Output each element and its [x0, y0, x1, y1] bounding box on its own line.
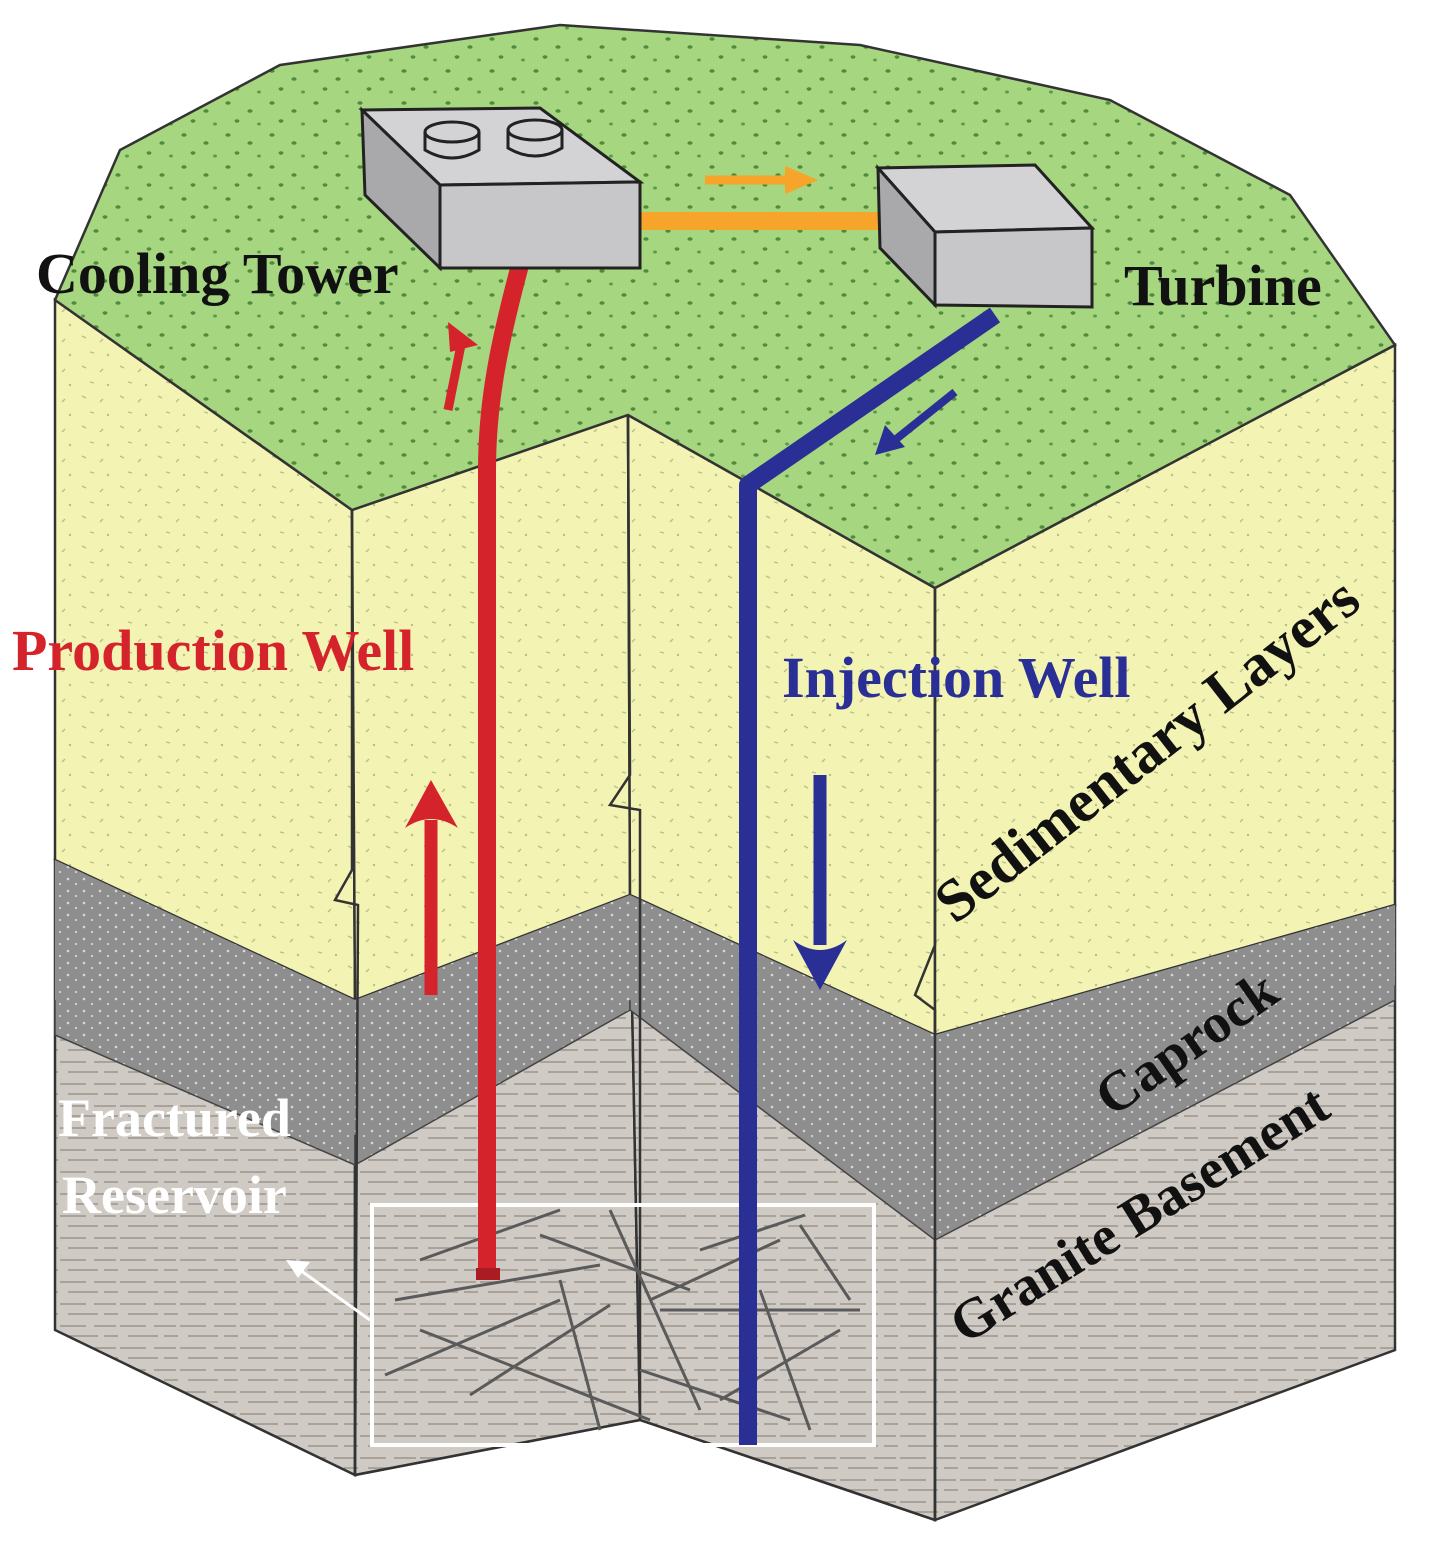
reservoir-label: Reservoir	[62, 1165, 287, 1225]
cooling-tower-label: Cooling Tower	[36, 241, 399, 306]
injection-flow-arrow-top	[875, 388, 958, 455]
reservoir-pointer-arrow	[299, 1268, 371, 1322]
production-flow-arrow-mid	[405, 780, 458, 995]
production-flow-arrow-top	[443, 322, 478, 411]
production-well-label: Production Well	[12, 618, 414, 683]
turbine-unit	[874, 163, 1096, 309]
turbine-label: Turbine	[1124, 253, 1322, 318]
cooling-tower-unit	[358, 106, 645, 272]
steam-connector	[640, 166, 880, 230]
injection-flow-arrow-mid	[793, 775, 847, 990]
fractured-reservoir	[286, 1203, 876, 1447]
production-well	[405, 262, 529, 1280]
fracture-lines	[384, 1208, 860, 1431]
fractured-label: Fractured	[58, 1088, 291, 1148]
injection-well	[739, 307, 1001, 1445]
fault-breaks	[333, 414, 937, 1522]
injection-well-label: Injection Well	[782, 645, 1131, 710]
